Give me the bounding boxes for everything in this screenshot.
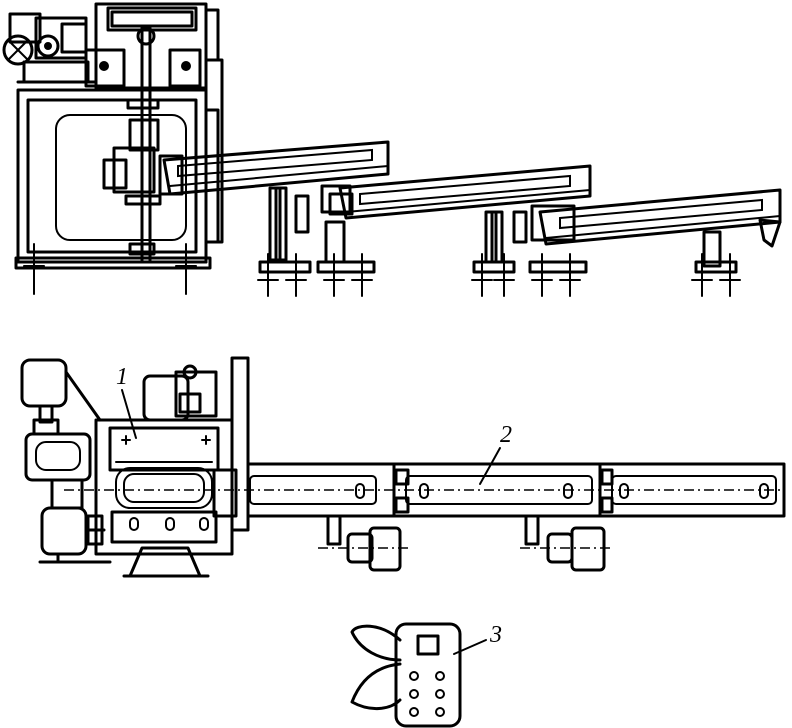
leader-2 [479,447,501,485]
conveyor-section-3-elevation [530,188,782,268]
press-head-elevation [2,2,220,90]
press-frame-elevation [14,58,224,270]
conveyor-section-1-elevation [158,140,390,262]
spindle-elevation [102,26,162,262]
foot-pads-elevation [23,243,741,297]
elevation-view [2,2,782,297]
press-body-plan [94,356,250,578]
plan-view [20,356,786,578]
callout-1: 1 [116,364,128,390]
conveyor-section-2-elevation [320,164,592,264]
leader-1 [121,389,137,439]
control-panel [350,622,462,728]
leader-3 [453,639,487,655]
callout-3: 3 [489,622,502,648]
conveyor-plan [64,462,786,518]
callout-2: 2 [500,422,512,448]
callouts: 1 2 3 [116,364,512,655]
conveyor-drives-plan [318,514,612,572]
